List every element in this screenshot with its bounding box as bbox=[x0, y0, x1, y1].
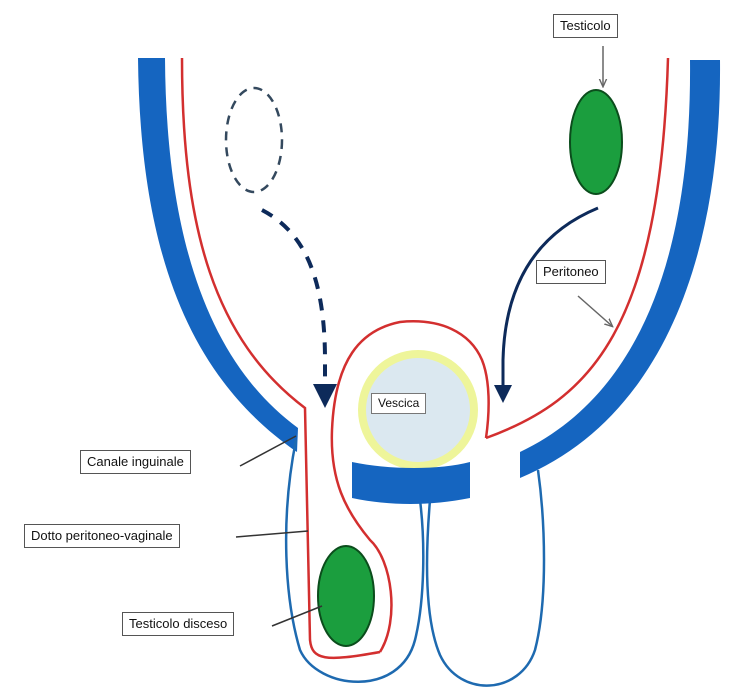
pubic-bone bbox=[352, 462, 470, 504]
label-vescica: Vescica bbox=[371, 393, 426, 414]
testis-original-position bbox=[226, 88, 282, 192]
label-testicolo: Testicolo bbox=[553, 14, 618, 38]
testis-descended bbox=[318, 546, 374, 646]
label-canale-inguinale: Canale inguinale bbox=[80, 450, 191, 474]
label-testicolo-disceso: Testicolo disceso bbox=[122, 612, 234, 636]
label-canale-inguinale-text: Canale inguinale bbox=[87, 454, 184, 469]
scrotum-right-outline bbox=[427, 470, 544, 686]
leader-peritoneo bbox=[578, 296, 612, 326]
leader-dotto bbox=[236, 531, 308, 537]
descent-path-dashed bbox=[262, 210, 325, 396]
label-testicolo-disceso-text: Testicolo disceso bbox=[129, 616, 227, 631]
testis-abdominal bbox=[570, 90, 622, 194]
label-peritoneo-text: Peritoneo bbox=[543, 264, 599, 279]
label-peritoneo: Peritoneo bbox=[536, 260, 606, 284]
leader-canale bbox=[240, 436, 296, 466]
label-testicolo-text: Testicolo bbox=[560, 18, 611, 33]
label-vescica-text: Vescica bbox=[378, 396, 419, 410]
leader-testicolo-disceso bbox=[272, 606, 322, 626]
label-dotto-peritoneo-vaginale: Dotto peritoneo-vaginale bbox=[24, 524, 180, 548]
label-dotto-text: Dotto peritoneo-vaginale bbox=[31, 528, 173, 543]
left-abdominal-wall bbox=[138, 58, 298, 452]
